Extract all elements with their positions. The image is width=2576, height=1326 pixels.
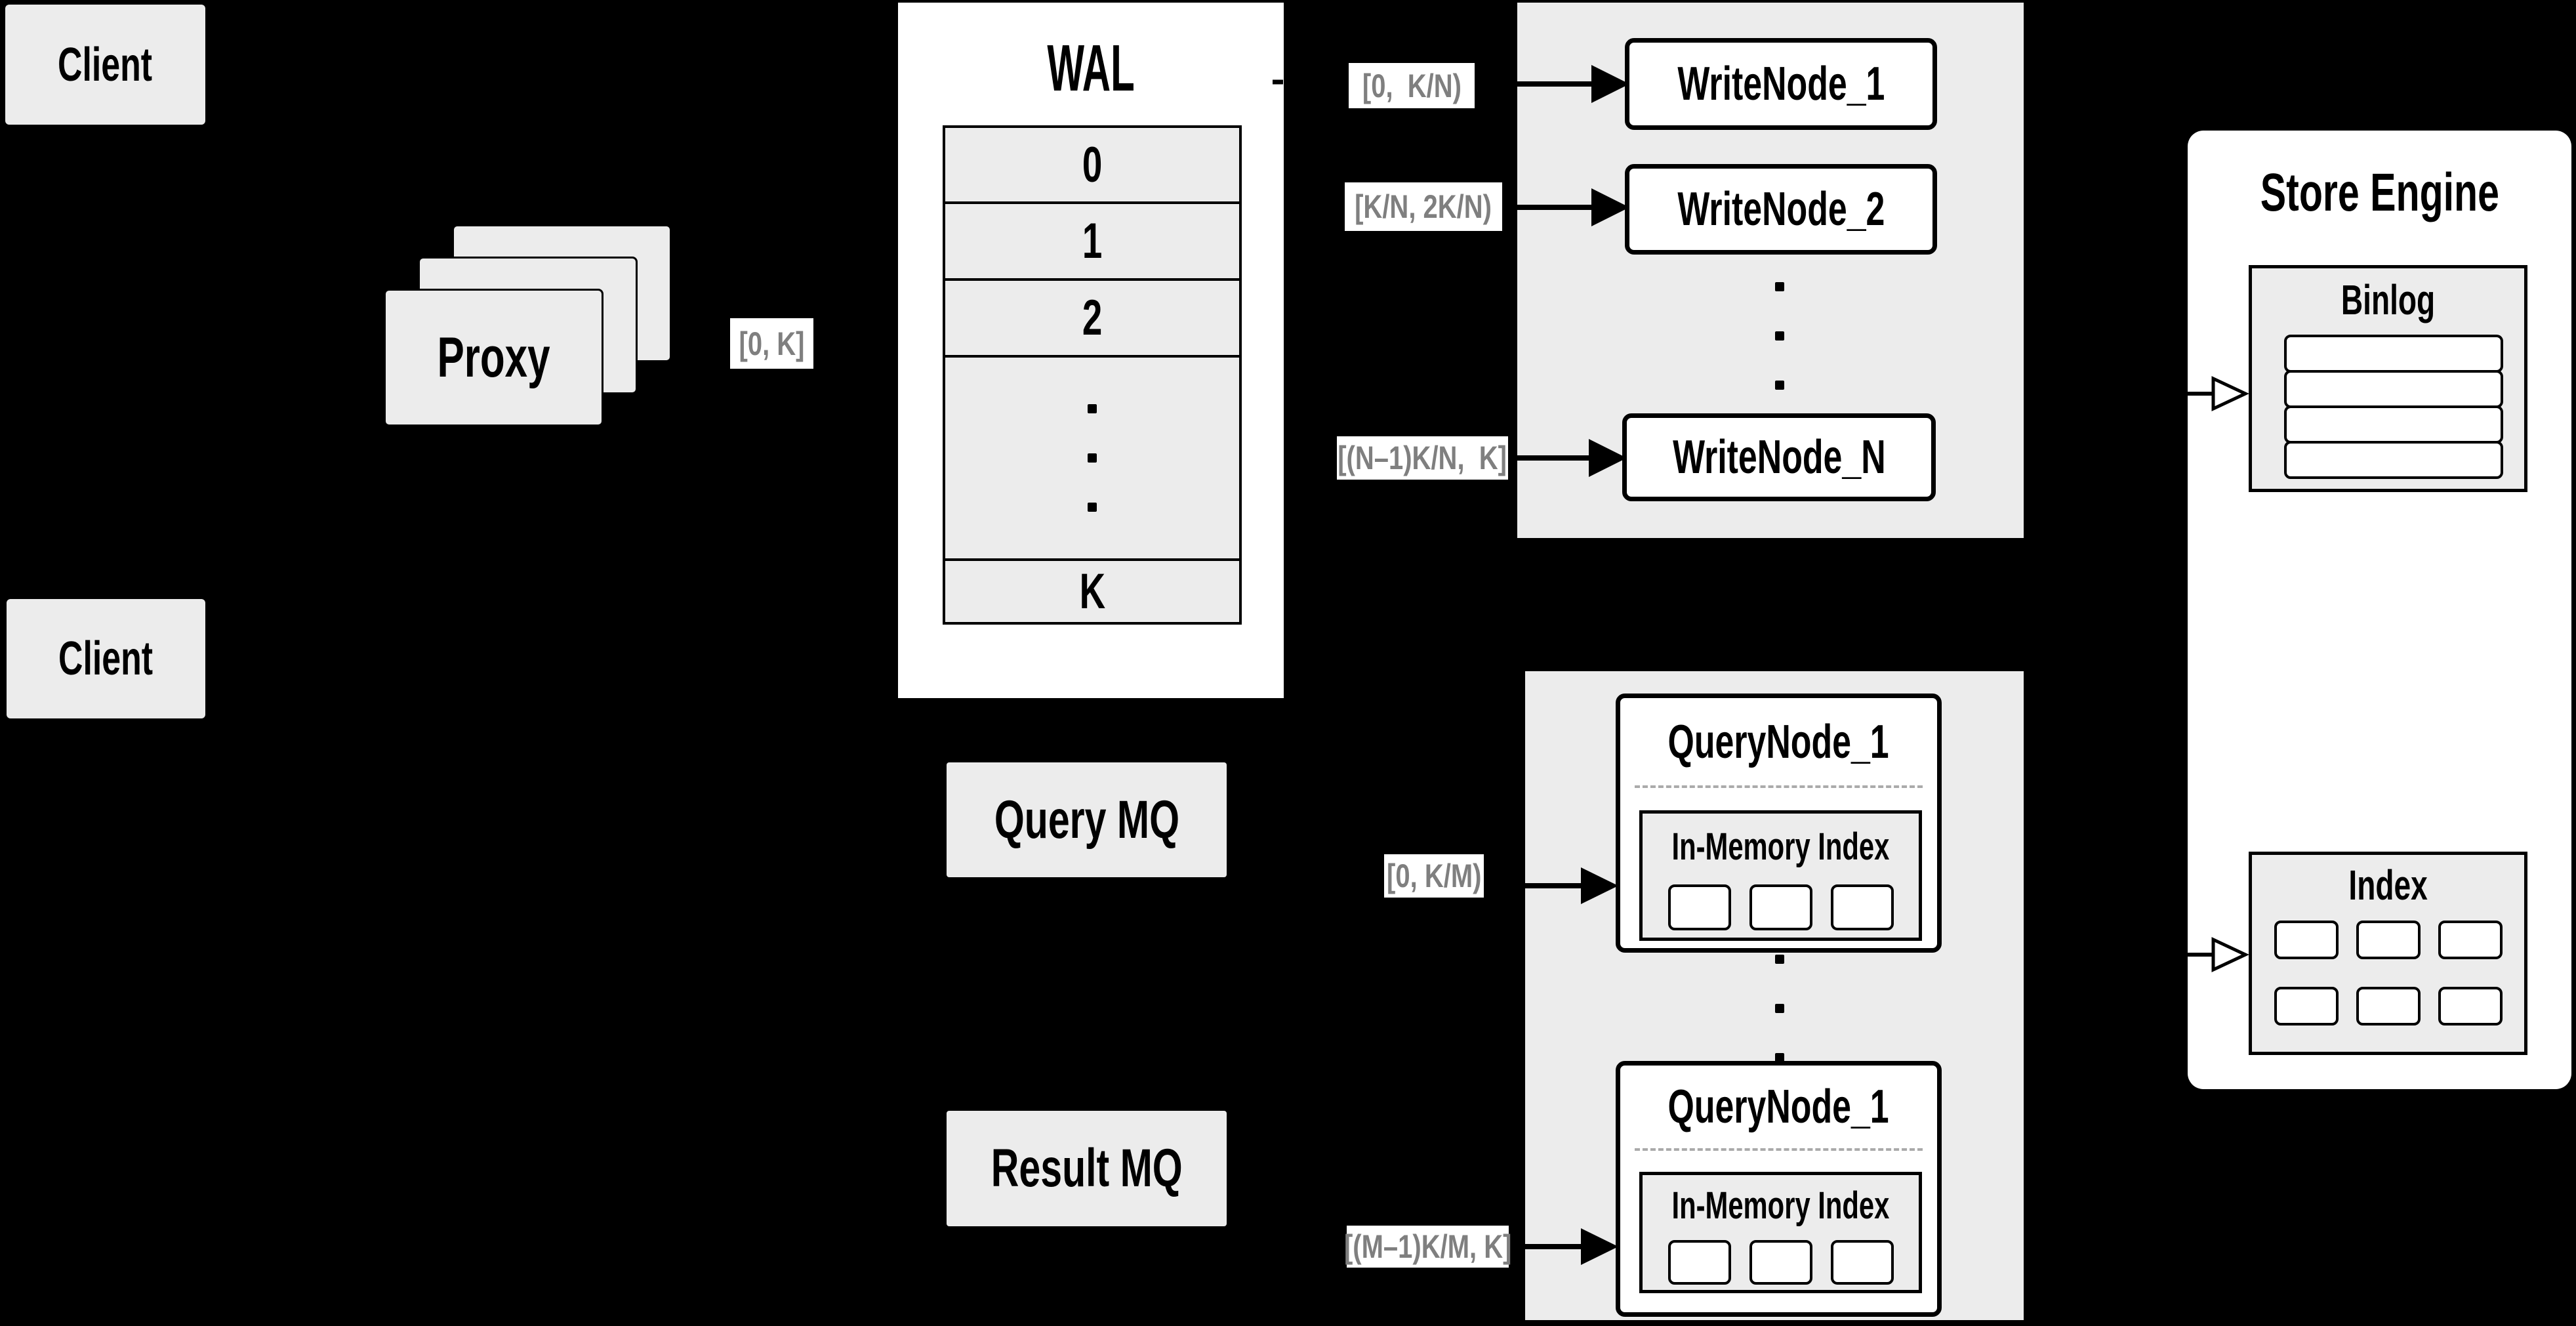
querynode-top-title: QueryNode_1 bbox=[1667, 715, 1890, 768]
querynode-bottom-title: QueryNode_1 bbox=[1667, 1081, 1890, 1133]
range-label-querynode-bottom: [(M–1)K/M, K] bbox=[1344, 1226, 1511, 1268]
proxy-card-front: Proxy bbox=[384, 289, 603, 426]
writenode-1-box: WriteNode_1 bbox=[1625, 38, 1937, 130]
range-label-writenode-1: [0, K/N) bbox=[1349, 63, 1475, 108]
binlog-row bbox=[2284, 405, 2503, 444]
in-memory-index-box: In-Memory Index bbox=[1639, 810, 1922, 941]
querynode-top-box: QueryNode_1 In-Memory Index bbox=[1616, 694, 1942, 953]
writenode-2-box: WriteNode_2 bbox=[1625, 164, 1937, 255]
wal-box: WAL 0 1 2 K bbox=[898, 3, 1284, 698]
segment-cell bbox=[1667, 1240, 1731, 1285]
index-cell bbox=[2438, 921, 2503, 959]
wal-segment-row: K bbox=[945, 558, 1239, 622]
wal-segment-row: 1 bbox=[945, 201, 1239, 278]
dashed-divider bbox=[1635, 785, 1923, 788]
client-bottom-box: Client bbox=[7, 599, 205, 718]
store-engine-title: Store Engine bbox=[2260, 163, 2499, 222]
in-memory-index-box: In-Memory Index bbox=[1639, 1172, 1922, 1293]
binlog-row bbox=[2284, 370, 2503, 408]
index-cell bbox=[2274, 987, 2339, 1026]
binlog-rows bbox=[2284, 335, 2503, 479]
index-cell bbox=[2356, 921, 2421, 959]
segment-cell bbox=[1830, 1240, 1894, 1285]
segment-cell bbox=[1749, 884, 1812, 930]
vertical-ellipsis bbox=[1775, 955, 1784, 1062]
vertical-ellipsis bbox=[1775, 282, 1784, 390]
dashed-divider bbox=[1635, 1148, 1923, 1151]
client-bottom-label: Client bbox=[58, 632, 153, 685]
segment-cell bbox=[1830, 884, 1894, 930]
client-top-label: Client bbox=[58, 38, 153, 91]
in-memory-index-title: In-Memory Index bbox=[1671, 825, 1890, 868]
query-mq-box: Query MQ bbox=[947, 762, 1227, 877]
range-label-querynode-top: [0, K/M) bbox=[1384, 854, 1484, 898]
store-engine-box: Store Engine Binlog Index bbox=[2188, 131, 2571, 1089]
wal-segment-row: 2 bbox=[945, 278, 1239, 355]
segment-cells bbox=[1643, 884, 1919, 930]
binlog-row bbox=[2284, 441, 2503, 479]
binlog-title: Binlog bbox=[2341, 276, 2436, 323]
range-label-writenode-n: [(N–1)K/N, K] bbox=[1337, 436, 1508, 480]
querynode-bottom-box: QueryNode_1 In-Memory Index bbox=[1616, 1061, 1942, 1317]
wal-segment-row: 0 bbox=[945, 128, 1239, 201]
wal-ellipsis-row bbox=[945, 355, 1239, 558]
index-cell bbox=[2356, 987, 2421, 1026]
index-cell bbox=[2274, 921, 2339, 959]
range-label-writenode-2: [K/N, 2K/N) bbox=[1345, 182, 1502, 231]
proxy-label: Proxy bbox=[437, 325, 550, 389]
binlog-box: Binlog bbox=[2249, 265, 2527, 492]
writenode-n-box: WriteNode_N bbox=[1622, 413, 1936, 501]
vertical-ellipsis bbox=[1088, 404, 1097, 512]
segment-cell bbox=[1749, 1240, 1812, 1285]
in-memory-index-title: In-Memory Index bbox=[1671, 1184, 1890, 1227]
client-top-box: Client bbox=[5, 5, 205, 125]
binlog-row bbox=[2284, 335, 2503, 373]
wal-title: WAL bbox=[1047, 31, 1135, 105]
index-cell bbox=[2438, 987, 2503, 1026]
result-mq-box: Result MQ bbox=[947, 1111, 1227, 1226]
segment-cell bbox=[1667, 884, 1731, 930]
index-cells bbox=[2252, 921, 2524, 1026]
index-box: Index bbox=[2249, 852, 2527, 1055]
range-label-proxy-wal: [0, K] bbox=[730, 318, 813, 369]
index-title: Index bbox=[2348, 861, 2428, 909]
wal-segment-table: 0 1 2 K bbox=[943, 125, 1242, 625]
segment-cells bbox=[1643, 1240, 1919, 1285]
